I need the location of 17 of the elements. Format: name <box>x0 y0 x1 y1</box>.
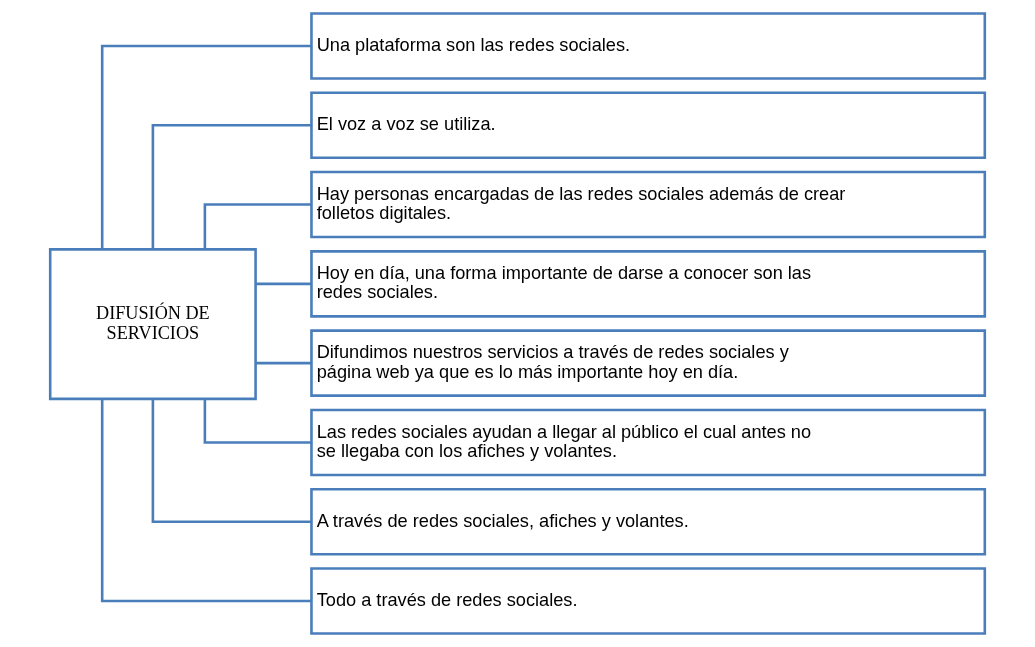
node-box: Las redes sociales ayudan a llegar al público el cual antes no se llegaba con los afiches y volantes. <box>310 408 987 477</box>
node-box: A través de redes sociales, afiches y volantes. <box>310 487 987 556</box>
node-box: Una plataforma son las redes sociales. <box>310 12 987 80</box>
connector <box>151 123 312 249</box>
connector <box>256 361 312 365</box>
node-box: Difundimos nuestros servicios a través de redes sociales y página web ya que es lo más importante hoy en día. <box>310 329 987 397</box>
node-box: Todo a través de redes sociales. <box>310 567 987 635</box>
node-box: El voz a voz se utiliza. <box>310 91 987 160</box>
node-box: Hoy en día, una forma importante de darse a conocer son las redes sociales. <box>310 250 987 318</box>
connector <box>100 44 312 250</box>
connector <box>256 282 312 286</box>
node-box: Hay personas encargadas de las redes sociales además de crear folletos digitales. <box>310 170 987 239</box>
connector <box>203 203 312 250</box>
connector <box>100 399 312 603</box>
connector <box>151 399 312 524</box>
connector <box>203 399 312 444</box>
node-box: DIFUSIÓN DE SERVICIOS <box>48 248 257 401</box>
